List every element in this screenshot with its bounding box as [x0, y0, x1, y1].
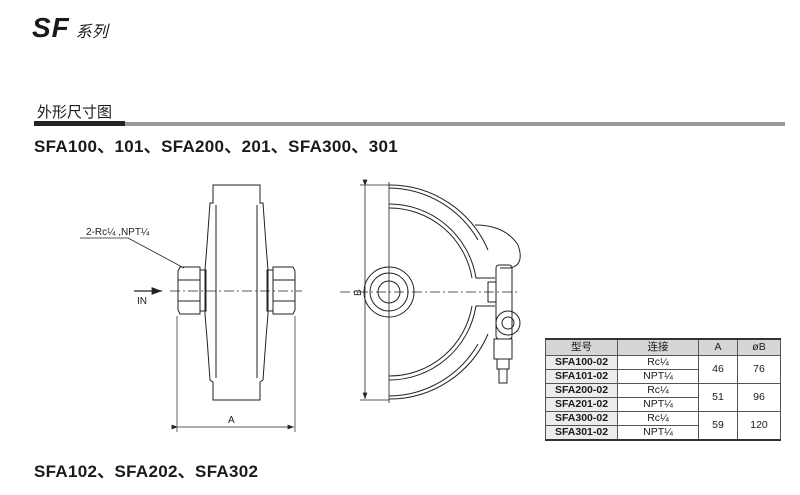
port-label: 2-Rc¼ ,NPT¼ [86, 226, 150, 238]
series-title: SF 系列 [32, 12, 108, 44]
model-cell: SFA200-02 [545, 383, 618, 398]
b-cell: 120 [737, 411, 781, 441]
connection-cell: Rc¼ [617, 411, 699, 426]
model-cell: SFA100-02 [545, 355, 618, 370]
outlet-nut [272, 266, 296, 315]
model-cell: SFA101-02 [545, 369, 618, 384]
a-cell: 51 [698, 383, 738, 412]
b-cell: 96 [737, 383, 781, 412]
dim-b-label: B [353, 289, 364, 296]
series-suffix: 系列 [75, 24, 108, 41]
section-label: 外形尺寸图 [37, 104, 113, 121]
inlet-nut [177, 266, 201, 315]
dim-a-label: A [228, 415, 235, 426]
b-cell: 76 [737, 355, 781, 384]
connection-cell: Rc¼ [617, 355, 699, 370]
inlet-label: IN [137, 296, 147, 307]
table-row: SFA301-02 NPT¼ [545, 425, 781, 441]
connection-cell: NPT¼ [617, 425, 699, 441]
connection-cell: NPT¼ [617, 397, 699, 412]
front-view [340, 179, 521, 403]
spec-table: 型号 连接 A øB SFA100-02 Rc¼ 46 76 SFA101-02… [545, 338, 781, 441]
port-leader [127, 237, 185, 269]
outer-housing [388, 184, 489, 251]
clamp-loop [474, 224, 521, 269]
section-bar-accent [34, 121, 125, 126]
model-cell: SFA300-02 [545, 411, 618, 426]
table-header-row: 型号 连接 A øB [545, 338, 781, 356]
header-connection: 连接 [617, 338, 699, 356]
section-bar-rule [125, 122, 785, 126]
side-view [80, 184, 302, 432]
a-cell: 59 [698, 411, 738, 441]
header-b: øB [737, 338, 781, 356]
models-heading: SFA100、101、SFA200、201、SFA300、301 [34, 137, 398, 156]
inner-housing [388, 203, 495, 279]
table-row: SFA101-02 NPT¼ [545, 369, 781, 384]
table-row: SFA300-02 Rc¼ 59 120 [545, 411, 781, 441]
table-row: SFA100-02 Rc¼ 46 76 [545, 355, 781, 384]
connection-cell: NPT¼ [617, 369, 699, 384]
series-name: SF [32, 12, 70, 43]
table-row: SFA200-02 Rc¼ 51 96 [545, 383, 781, 412]
connection-cell: Rc¼ [617, 383, 699, 398]
filter-body [204, 184, 269, 401]
model-cell: SFA301-02 [545, 425, 618, 441]
header-a: A [698, 338, 738, 356]
header-model: 型号 [545, 338, 618, 356]
models-heading-2: SFA102、SFA202、SFA302 [34, 462, 259, 481]
a-cell: 46 [698, 355, 738, 384]
model-cell: SFA201-02 [545, 397, 618, 412]
